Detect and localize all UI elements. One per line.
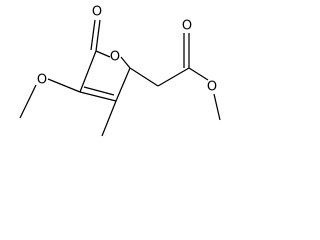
ester-carbonyl-oxygen-label: O	[182, 19, 192, 34]
bond-methoxy-oxygen-methyl	[19, 84, 37, 119]
bond-c5-carbonyl-oxygen	[95, 19, 101, 52]
bond-c3-c4-inner-double	[83, 86, 115, 96]
methoxy-oxygen-label: O	[37, 73, 47, 88]
bond-c3-c4	[79, 91, 117, 102]
bond-ester-oxygen-methyl	[213, 93, 221, 121]
bond-ester-carbon-ester-oxygen	[188, 67, 209, 81]
bond-ch2-ester-carbon	[157, 67, 190, 87]
bond-c4-c5	[79, 50, 97, 93]
bond-c5-ring-oxygen	[95, 50, 111, 58]
ring-oxygen-label: O	[110, 50, 120, 65]
bond-c2-ch2	[129, 67, 159, 87]
ester-oxygen-label: O	[207, 80, 217, 95]
bond-c2-c3	[115, 67, 131, 102]
bond-c5-carbonyl-oxygen-double	[90, 19, 96, 51]
bond-c3-methyl	[101, 100, 117, 137]
bond-c4-methoxy-oxygen	[47, 78, 81, 93]
lactone-carbonyl-oxygen-label: O	[92, 5, 102, 20]
bond-ring-oxygen-c2	[120, 56, 131, 69]
chemical-structure-diagram: O O O O O	[19, 5, 221, 137]
